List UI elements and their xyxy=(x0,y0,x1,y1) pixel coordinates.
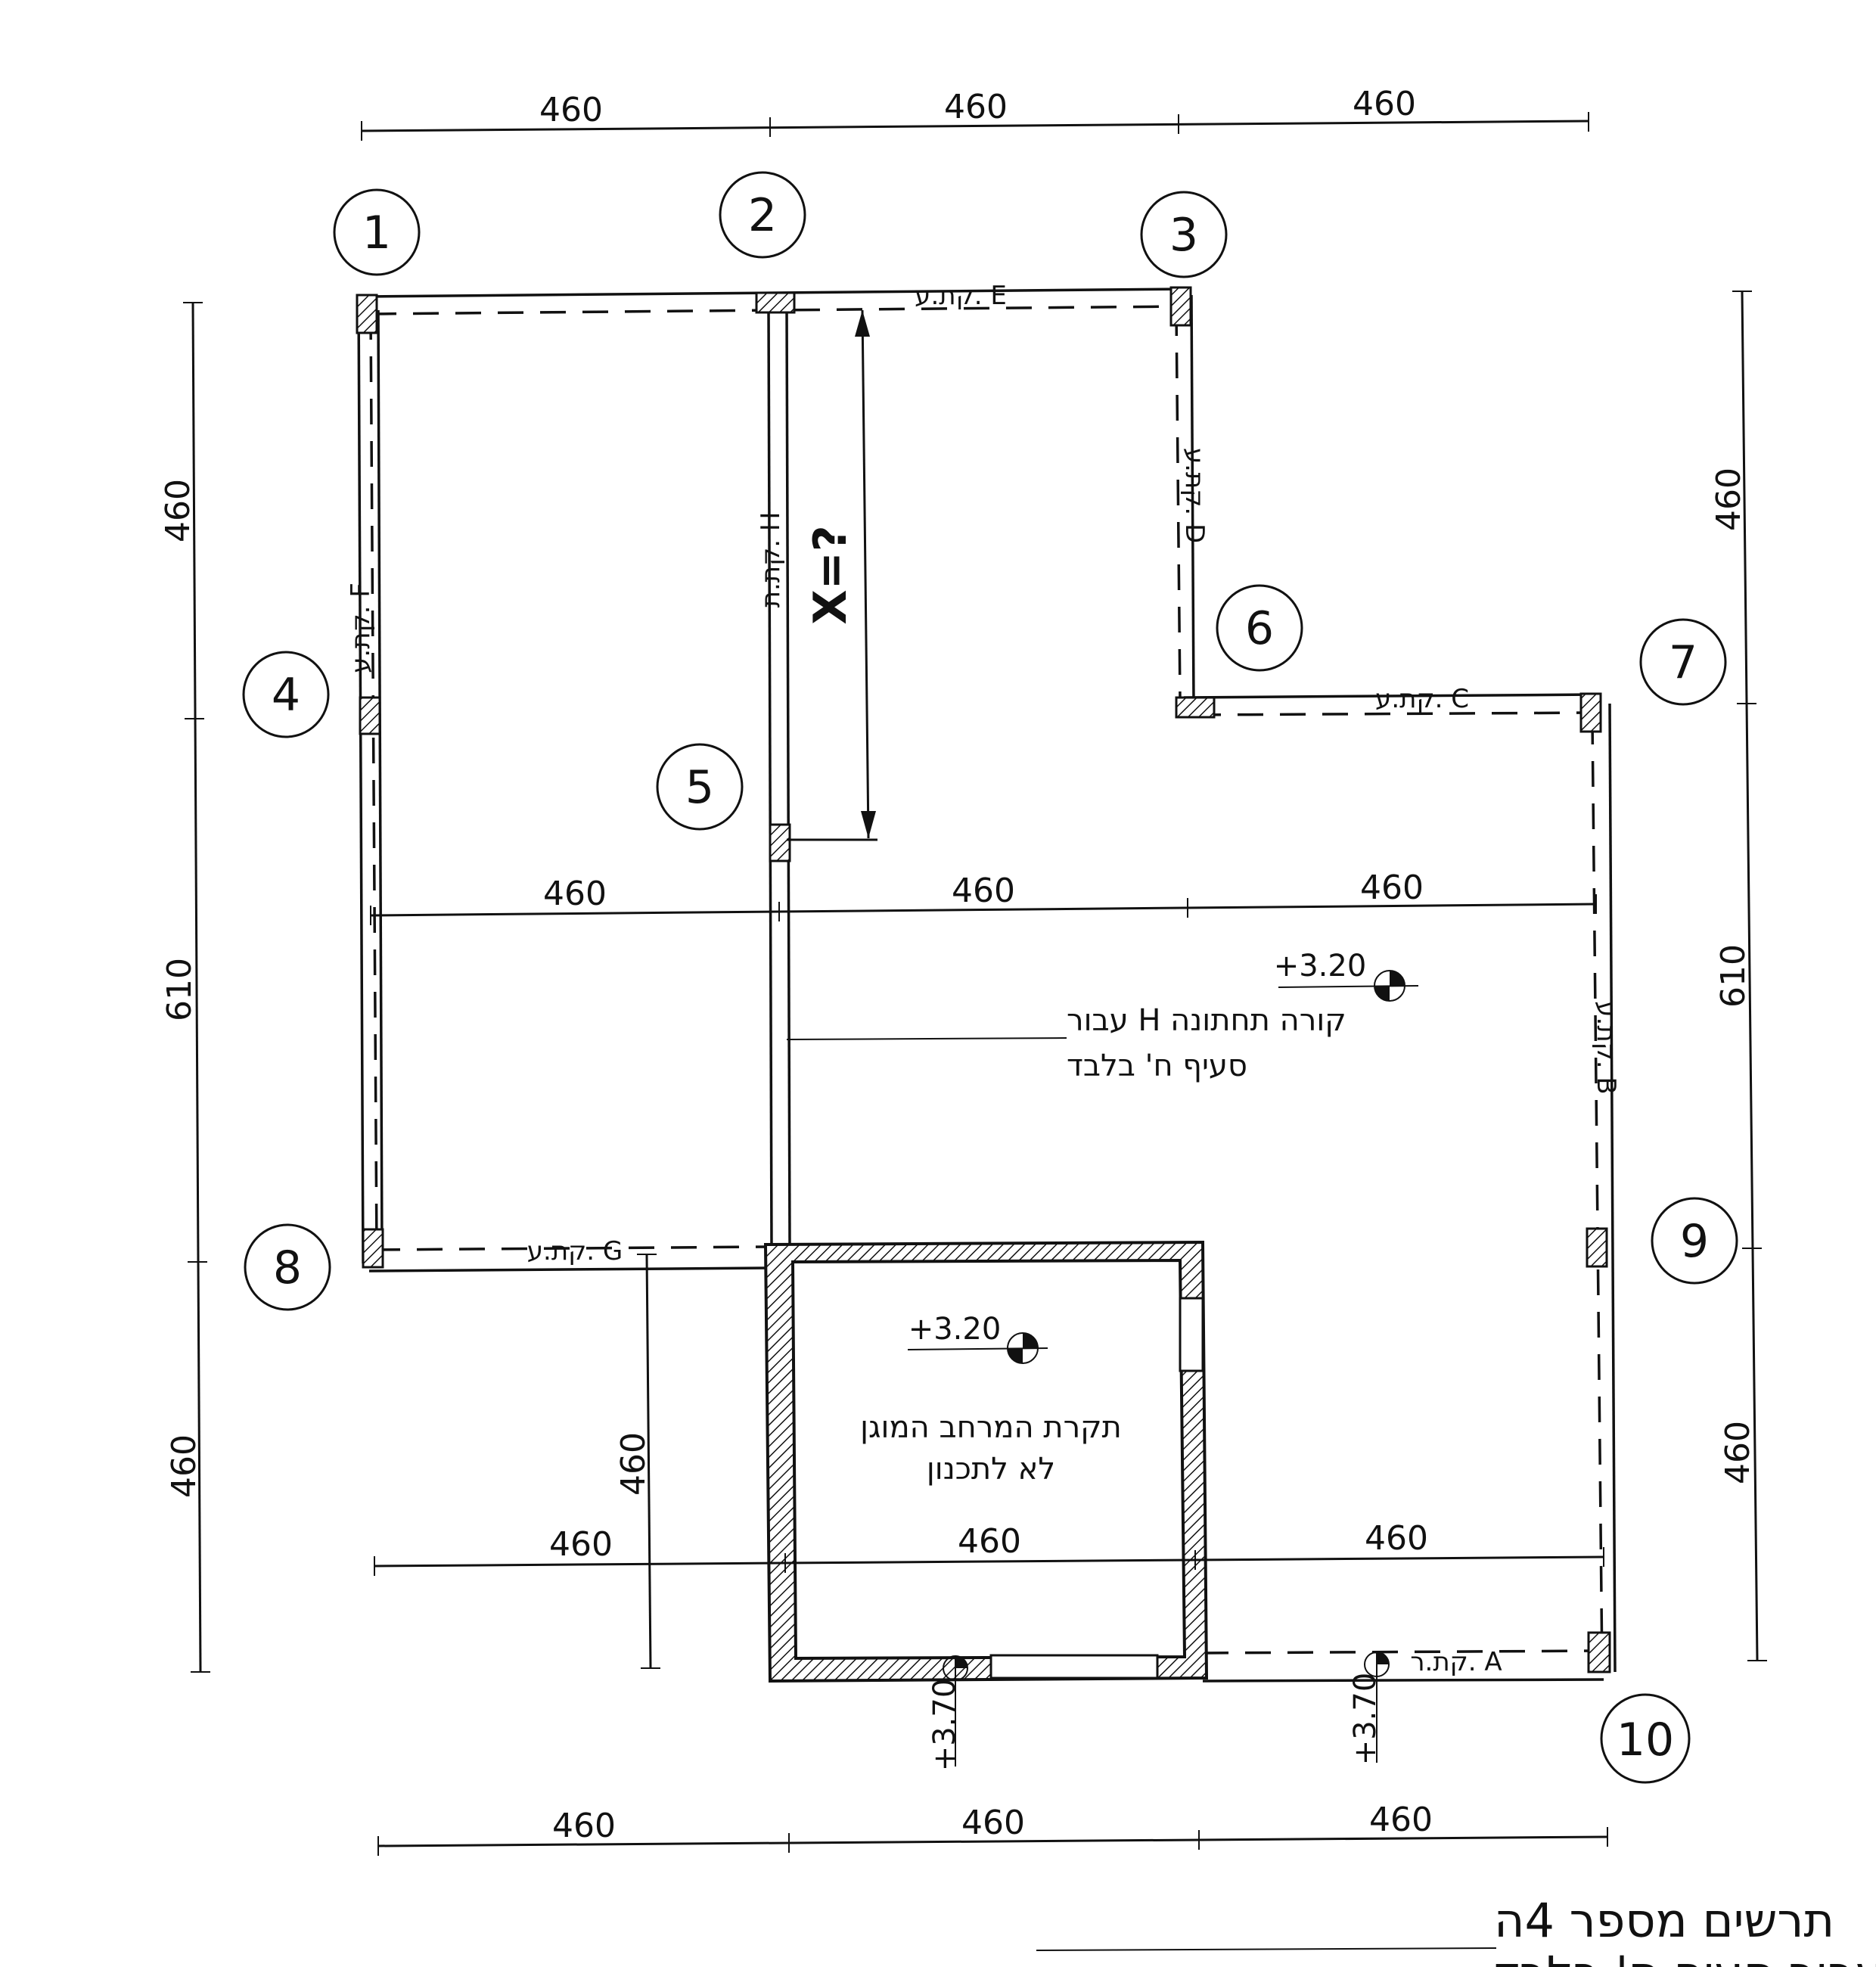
level-marker-bottom-right: +3.70 xyxy=(1348,1652,1390,1766)
axis-bubble-6: 6 xyxy=(1216,584,1303,672)
beam-label-b: קת.ע. B xyxy=(1591,1001,1621,1095)
svg-text:7: 7 xyxy=(1669,636,1697,689)
right-dim-1: 460 xyxy=(1710,468,1748,531)
axis-bubble-1: 1 xyxy=(333,188,421,276)
shelter-dim-label: 460 xyxy=(614,1432,653,1496)
svg-text:סעיף ח' בלבד: סעיף ח' בלבד xyxy=(1067,1049,1247,1083)
svg-text:2: 2 xyxy=(748,189,777,242)
unknown-dim-label: X=? xyxy=(804,525,857,624)
svg-text:קורה תחתונה H עבור: קורה תחתונה H עבור xyxy=(1067,1003,1346,1038)
axis-bubble-9: 9 xyxy=(1651,1197,1738,1285)
axis-bubbles: 1 2 3 4 5 6 7 8 9 10 xyxy=(242,171,1738,1784)
left-dim-2: 610 xyxy=(160,958,199,1021)
svg-text:3: 3 xyxy=(1169,209,1198,262)
columns xyxy=(356,286,1611,1673)
column-9 xyxy=(1586,1227,1608,1268)
mid-dim-1: 460 xyxy=(543,875,607,913)
beam-label-c: קת.ע. C xyxy=(1375,684,1469,714)
level-marker-top-right: +3.20 xyxy=(1274,949,1419,1002)
svg-text:+3.70: +3.70 xyxy=(1348,1673,1383,1766)
column-8 xyxy=(362,1228,384,1269)
top-dim-1: 460 xyxy=(539,91,603,129)
column-4 xyxy=(359,696,381,735)
left-dimension-chain: 460 610 460 xyxy=(159,302,210,1673)
column-10 xyxy=(1587,1631,1611,1673)
beam-labels: קת.ע. E קת.ע. D קת.ע. C קת.ע. F קת.ת. H … xyxy=(346,281,1621,1677)
unknown-dimension: X=? xyxy=(787,309,877,841)
protected-space xyxy=(763,1240,1209,1683)
bottom-dim-1: 460 xyxy=(552,1807,616,1845)
level-marker-bottom-left: +3.70 xyxy=(927,1655,968,1772)
low-dim-2: 460 xyxy=(958,1522,1021,1561)
left-dim-1: 460 xyxy=(159,479,197,542)
bottom-dim-2: 460 xyxy=(961,1804,1025,1842)
beam-label-f: קת.ע. F xyxy=(346,583,376,673)
low-dim-3: 460 xyxy=(1365,1519,1428,1558)
axis-bubble-7: 7 xyxy=(1639,618,1727,706)
svg-text:4: 4 xyxy=(272,669,300,722)
column-6 xyxy=(1175,696,1216,719)
svg-text:+3.20: +3.20 xyxy=(908,1312,1002,1347)
right-dimension-chain: 460 610 460 xyxy=(1710,291,1767,1661)
column-7 xyxy=(1579,692,1602,733)
svg-text:+3.20: +3.20 xyxy=(1274,949,1367,983)
building-outline xyxy=(357,287,1617,1683)
top-dim-3: 460 xyxy=(1353,85,1416,123)
svg-text:לא לתכנון: לא לתכנון xyxy=(927,1452,1055,1487)
right-dim-3: 460 xyxy=(1719,1421,1757,1484)
bottom-dimension-chain: 460 460 460 xyxy=(377,1801,1608,1856)
svg-text:תקרת המרחב המוגן: תקרת המרחב המוגן xyxy=(860,1410,1122,1445)
top-dimension-chain: 460 460 460 xyxy=(361,85,1589,141)
axis-bubble-4: 4 xyxy=(242,651,330,738)
beam-label-a: קת.ר. A xyxy=(1410,1647,1502,1677)
column-1 xyxy=(356,294,378,334)
drawing-title-line-2: עבור סעיף ס' בלבד xyxy=(1494,1946,1876,1967)
beam-label-g: קת.ע. G xyxy=(527,1236,623,1266)
beam-label-d: קת.ע. D xyxy=(1179,448,1210,543)
note-shelter: תקרת המרחב המוגן לא לתכנון xyxy=(860,1410,1122,1487)
beam-label-e: קת.ע. E xyxy=(915,281,1007,311)
low-dimension-chain: 460 460 460 xyxy=(374,1519,1604,1576)
mid-dimension-chain: 460 460 460 xyxy=(370,869,1597,925)
svg-text:10: 10 xyxy=(1617,1714,1674,1767)
axis-bubble-8: 8 xyxy=(244,1223,331,1311)
svg-text:9: 9 xyxy=(1680,1215,1709,1268)
beam-label-h: קת.ת. H xyxy=(756,512,786,608)
svg-text:5: 5 xyxy=(685,761,714,814)
svg-text:+3.70: +3.70 xyxy=(927,1679,962,1772)
svg-text:1: 1 xyxy=(362,207,391,259)
axis-bubble-10: 10 xyxy=(1600,1693,1691,1784)
svg-text:6: 6 xyxy=(1245,602,1274,655)
mid-dim-2: 460 xyxy=(952,872,1015,910)
drawing-title: תרשים מספר 4ה עבור סעיף ס' בלבד xyxy=(1036,1893,1876,1967)
note-beam-h: קורה תחתונה H עבור סעיף ח' בלבד xyxy=(786,1003,1346,1083)
axis-bubble-5: 5 xyxy=(656,743,744,831)
drawing-title-line-1: תרשים מספר 4ה xyxy=(1494,1893,1834,1948)
mid-dim-3: 460 xyxy=(1360,869,1424,907)
bottom-dim-3: 460 xyxy=(1369,1801,1433,1839)
column-5 xyxy=(769,823,791,862)
top-dim-2: 460 xyxy=(944,88,1008,126)
level-marker-shelter: +3.20 xyxy=(907,1312,1048,1364)
low-dim-1: 460 xyxy=(549,1525,613,1564)
left-dim-3: 460 xyxy=(165,1434,203,1498)
axis-bubble-2: 2 xyxy=(719,171,806,259)
axis-bubble-3: 3 xyxy=(1140,191,1228,278)
svg-text:8: 8 xyxy=(273,1241,302,1294)
column-2 xyxy=(755,291,796,314)
column-3 xyxy=(1169,286,1192,327)
right-dim-2: 610 xyxy=(1714,944,1753,1008)
shelter-height-dimension: 460 xyxy=(614,1254,660,1669)
